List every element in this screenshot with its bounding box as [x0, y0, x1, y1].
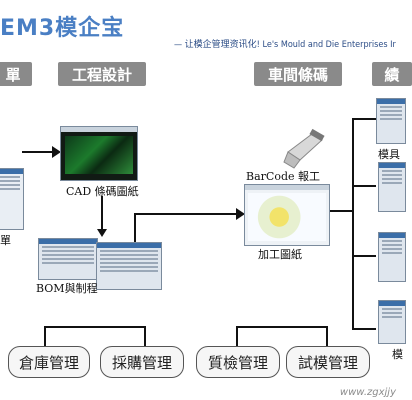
module-quality: 質檢管理: [196, 346, 280, 378]
stage-engineering-design: 工程設計: [58, 62, 146, 86]
arrow-head-down: [97, 229, 107, 237]
bom-screenshot-1: [38, 238, 98, 280]
bom-label: BOM與制程: [36, 282, 98, 295]
left-edge-label: 單: [0, 234, 11, 247]
left-module-connector: [44, 326, 146, 328]
module-warehouse: 倉庫管理: [8, 346, 90, 378]
right-label-1: 模具: [378, 148, 400, 161]
right-bracket-top: [352, 118, 376, 120]
barcode-label: BarCode 報工: [246, 170, 320, 183]
right-screenshot-2: [378, 162, 406, 212]
arrow-bom-to-process-right: [134, 213, 238, 215]
watermark: www.zgxjjy: [339, 387, 396, 398]
arrow-left-to-cad: [22, 151, 54, 153]
arrow-head-right-2: [236, 208, 245, 220]
cad-label: CAD 條碼圖紙: [66, 185, 139, 198]
connector-trial: [326, 326, 328, 348]
brand-logo: EM3模企宝: [0, 16, 125, 41]
right-bracket-vertical: [352, 118, 354, 330]
module-purchasing: 採購管理: [100, 346, 184, 378]
process-drawing-screenshot: [244, 184, 330, 246]
right-screenshot-1: [376, 98, 406, 144]
right-bracket-bottom: [352, 328, 376, 330]
arrow-cad-to-bom: [101, 196, 103, 230]
module-trial: 試模管理: [286, 346, 370, 378]
right-label-2: 模: [392, 348, 403, 361]
stage-right-partial: 績: [372, 62, 412, 86]
arrow-bom-to-process-up: [134, 214, 136, 242]
right-bracket-mid-2: [352, 255, 376, 257]
connector-warehouse: [44, 326, 46, 348]
right-module-connector: [236, 326, 328, 328]
connector-purchasing: [144, 326, 146, 348]
cad-screenshot: [60, 126, 138, 181]
connector-quality: [236, 326, 238, 348]
right-screenshot-4: [378, 300, 406, 344]
right-bracket-mid-1: [352, 185, 376, 187]
barcode-scanner-icon: [283, 128, 325, 169]
right-screenshot-3: [378, 232, 406, 282]
stage-left-partial: 單: [0, 62, 32, 86]
connector-process-to-right: [330, 210, 352, 212]
bom-screenshot-2: [96, 242, 162, 290]
left-screenshot: [0, 168, 24, 230]
brand-subtitle: — 让模企管理资讯化! Le's Mould and Die Enterpris…: [174, 40, 396, 50]
arrow-head-right: [52, 146, 61, 158]
process-drawing-label: 加工圖紙: [258, 248, 302, 261]
stage-workshop-barcode: 車間條碼: [254, 62, 342, 86]
